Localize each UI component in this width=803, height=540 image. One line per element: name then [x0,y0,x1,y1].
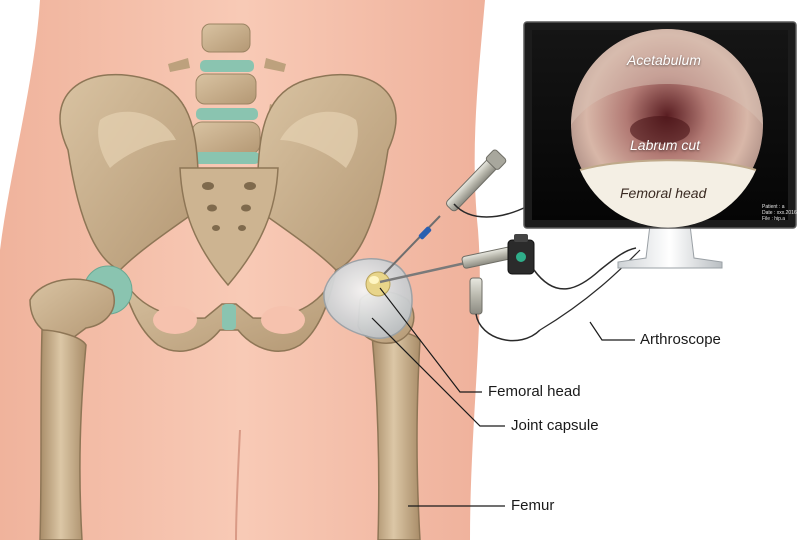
left-femur [40,330,86,540]
femoral-head-callout: Femoral head [488,383,581,400]
femoral-head [366,272,390,296]
joint-capsule-callout: Joint capsule [511,417,599,434]
acetabulum-label: Acetabulum [627,52,701,68]
labrum-cut-label: Labrum cut [630,137,700,153]
femoral-head-view-label: Femoral head [620,185,706,201]
right-femur [372,332,420,540]
monitor-stand [618,225,722,268]
pubic-symphysis [222,304,236,330]
meta-file: File : hip.a [762,216,797,222]
arthroscope-callout: Arthroscope [640,331,721,348]
arthroscope-leader [590,322,635,340]
femur-callout: Femur [511,497,554,514]
monitor-meta: Patient : a Date : xxx.2016 File : hip.a [762,204,797,222]
